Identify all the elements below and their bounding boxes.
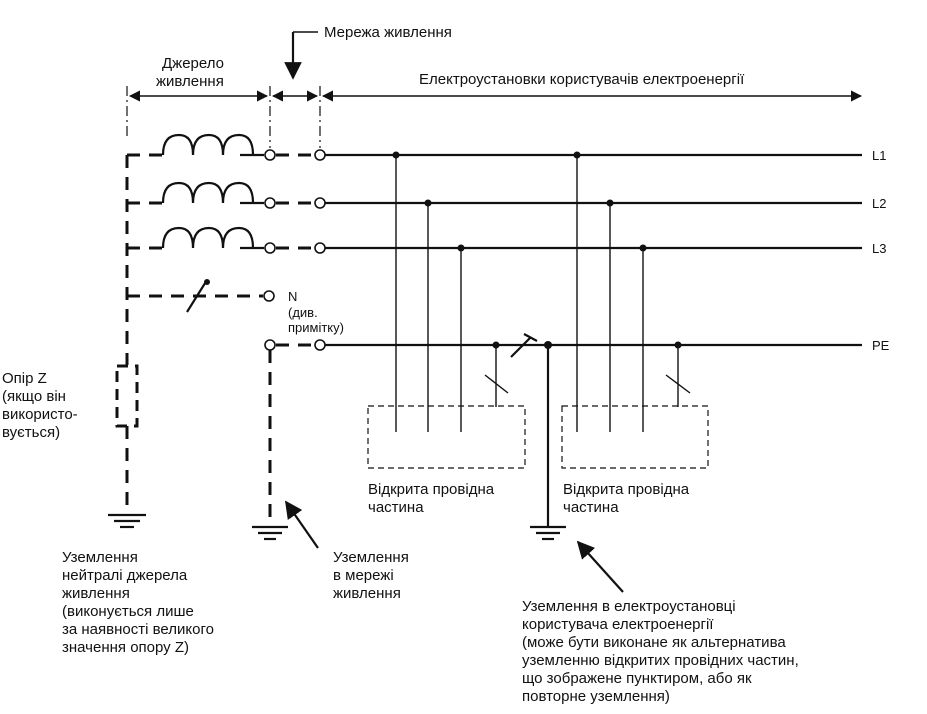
exposed-part-2-line1: Відкрита провідна: [563, 481, 690, 498]
impedance-line3: використо-: [2, 406, 78, 423]
earth-installation-line2: користувача електроенергії: [522, 616, 714, 633]
impedance-line4: вується): [2, 424, 60, 441]
earth-installation-line5: що зображене пунктиром, або як: [522, 670, 752, 687]
earth-neutral-line6: значення опору Z): [62, 639, 189, 656]
impedance-line1: Опір Z: [2, 370, 47, 387]
installations-label: Електроустановки користувачів електроене…: [419, 71, 745, 88]
exposed-part-1-line1: Відкрита провідна: [368, 481, 495, 498]
exposed-part-2-line2: частина: [563, 499, 619, 516]
impedance-line2: (якщо він: [2, 388, 66, 405]
n-label: N: [288, 289, 297, 304]
installation-earth-arrow: [576, 540, 624, 593]
earth-installation-line6: повторне уземлення): [522, 688, 670, 705]
earth-neutral-line3: живлення: [62, 585, 130, 602]
exposed-part-1-box: [367, 405, 526, 469]
n-note-line1: (див.: [288, 305, 318, 320]
exposed-part-1-line2: частина: [368, 499, 424, 516]
network-label: Мережа живлення: [324, 24, 452, 41]
earth-installation-line4: уземленню відкритих провідних частин,: [522, 652, 799, 669]
earth-installation-line1: Уземлення в електроустановці: [522, 598, 736, 615]
installation-earth: [510, 333, 566, 541]
l2-label: L2: [872, 196, 886, 211]
earth-network-line1: Уземлення: [333, 549, 409, 566]
earth-neutral-line5: за наявності великого: [62, 621, 214, 638]
earth-neutral-line1: Уземлення: [62, 549, 138, 566]
network-earth: [252, 350, 288, 541]
source-windings: [125, 133, 263, 365]
earth-network-line3: живлення: [333, 585, 401, 602]
pe-label: PE: [872, 338, 890, 353]
impedance-z: [108, 364, 146, 529]
network-terminals: [240, 149, 326, 351]
l3-label: L3: [872, 241, 886, 256]
dimension-markers: [126, 31, 863, 148]
installation-1-taps: [392, 151, 509, 432]
earth-neutral-line4: (виконується лише: [62, 603, 194, 620]
earth-neutral-line2: нейтралі джерела: [62, 567, 188, 584]
exposed-part-2-box: [561, 405, 709, 469]
earth-installation-line3: (може бути виконане як альтернатива: [522, 634, 786, 651]
l1-label: L1: [872, 148, 886, 163]
conductors: [325, 153, 862, 347]
n-note-line2: примітку): [288, 320, 344, 335]
installation-2-taps: [573, 151, 691, 432]
source-label-line2: живлення: [156, 73, 224, 90]
network-earth-arrow: [284, 500, 319, 549]
earth-network-line2: в мережі: [333, 567, 394, 584]
source-label-line1: Джерело: [162, 55, 224, 72]
